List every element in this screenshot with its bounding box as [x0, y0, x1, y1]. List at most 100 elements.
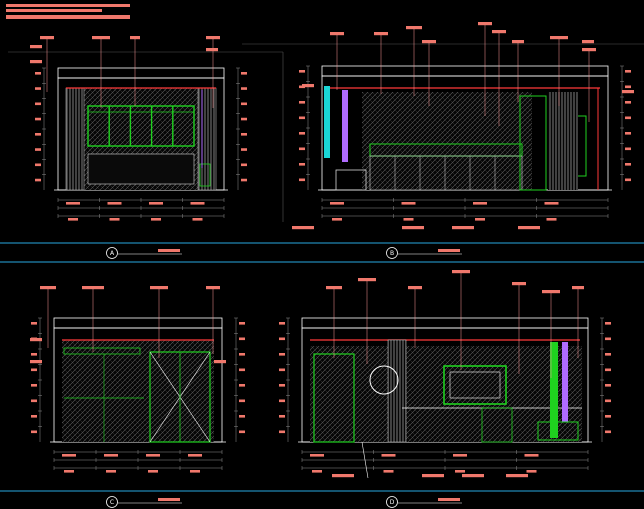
annotation-label: [512, 40, 524, 44]
annotation-label: [302, 84, 314, 88]
annotation-label: [462, 474, 484, 478]
ceiling-band: [321, 65, 609, 77]
dimension-value-label: [239, 322, 245, 325]
annotation-label: [30, 360, 42, 364]
dimension-value-label: [299, 132, 305, 135]
door-frame: [519, 95, 547, 191]
annotation-label: [506, 474, 528, 478]
annotation-label: [30, 60, 42, 64]
dimension-value-label: [332, 218, 342, 221]
view-scale-label: [438, 249, 460, 252]
dimension-value-label: [188, 454, 202, 457]
dimension-value-label: [31, 399, 37, 403]
annotation-label: [150, 286, 168, 290]
stripe-panel: [548, 92, 578, 190]
annotation-label: [82, 286, 104, 290]
annotation-label: [214, 360, 226, 364]
dimension-value-label: [330, 202, 344, 205]
annotation-label: [130, 36, 140, 40]
dimension-value-label: [546, 218, 557, 221]
view-marker-D-letter: D: [390, 499, 395, 506]
annotation-label: [408, 286, 422, 290]
dimension-value-label: [279, 384, 285, 387]
dimension-value-label: [239, 415, 245, 418]
annotation-label: [92, 36, 110, 40]
dimension-value-label: [455, 470, 465, 473]
dimension-value-label: [605, 384, 611, 387]
elevation-view-d: [279, 270, 611, 479]
dimension-value-label: [66, 202, 80, 205]
annotation-label: [492, 30, 506, 34]
dimension-value-label: [241, 133, 247, 136]
view-marker-B-circle: [386, 247, 398, 259]
annotation-label: [30, 45, 42, 49]
console-table: [335, 169, 367, 191]
annotation-label: [40, 36, 54, 40]
dimension-value-label: [279, 430, 285, 434]
sheet-title-bar-3: [6, 15, 130, 19]
decor-strip: [562, 342, 568, 422]
decor-strip: [342, 90, 348, 162]
dimension-value-label: [35, 178, 41, 182]
annotation-label: [582, 40, 594, 44]
annotation-label: [206, 286, 220, 290]
annotation-label: [358, 278, 376, 282]
annotation-label: [518, 226, 540, 230]
dimension-value-label: [524, 454, 539, 457]
dimension-value-label: [31, 368, 37, 372]
dimension-value-label: [299, 178, 305, 182]
dimension-value-label: [239, 337, 245, 341]
dimension-value-label: [625, 178, 631, 182]
view-scale-label: [158, 249, 180, 252]
dimension-value-label: [279, 353, 285, 356]
dimension-value-label: [605, 368, 611, 372]
annotation-label: [542, 290, 560, 294]
dimension-value-label: [381, 454, 396, 457]
dimension-value-label: [605, 353, 611, 356]
mirror-strip: [324, 86, 330, 158]
section-leader: [361, 441, 369, 479]
elevation-view-b: [292, 22, 634, 230]
dimension-value-label: [239, 368, 245, 372]
wall-hatch: [310, 346, 390, 442]
dimension-value-label: [625, 70, 631, 73]
dimension-value-label: [605, 322, 611, 325]
dimension-value-label: [241, 163, 247, 167]
dimension-value-label: [299, 163, 305, 166]
view-marker-A-circle: [106, 247, 118, 259]
annotation-label: [330, 32, 344, 36]
dimension-value-label: [625, 85, 631, 89]
window-frame: [87, 105, 195, 147]
wardrobe-panel-right: [197, 87, 217, 191]
dimension-value-label: [35, 87, 41, 90]
dimension-value-label: [31, 322, 37, 325]
dimension-value-label: [31, 415, 37, 418]
dimension-value-label: [526, 470, 537, 473]
dimension-value-label: [107, 202, 122, 205]
dimension-value-label: [35, 148, 41, 151]
view-marker-A-letter: A: [110, 250, 115, 257]
annotation-label: [206, 36, 220, 40]
dimension-value-label: [31, 430, 37, 434]
dimension-value-label: [62, 454, 76, 457]
annotation-label: [512, 282, 526, 286]
annotation-label: [402, 226, 424, 230]
annotation-label: [374, 32, 388, 36]
dimension-value-label: [241, 87, 247, 90]
ceiling-band: [53, 317, 223, 329]
annotation-label: [206, 48, 218, 52]
annotation-label: [30, 338, 42, 342]
dimension-value-label: [241, 117, 247, 121]
dimension-value-label: [239, 399, 245, 403]
frame-strip: [550, 342, 558, 438]
tv-screen: [449, 371, 501, 399]
elevation-view-c: [30, 286, 245, 473]
dimension-value-label: [104, 454, 118, 457]
annotation-label: [478, 22, 492, 26]
dimension-value-label: [106, 470, 116, 473]
annotation-label: [332, 474, 354, 478]
dimension-value-label: [279, 399, 285, 403]
annotation-label: [572, 286, 584, 290]
dimension-value-label: [625, 116, 631, 120]
